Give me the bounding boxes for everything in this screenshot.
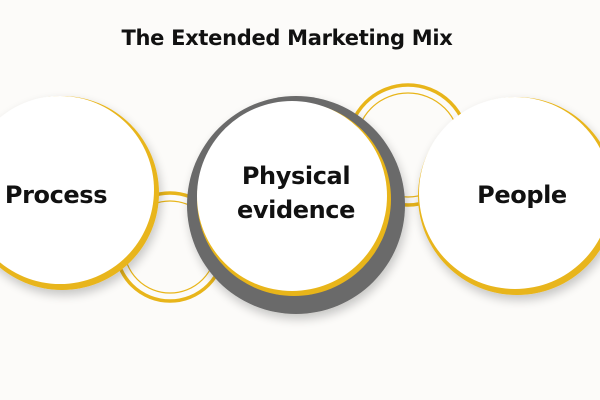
diagram-title: The Extended Marketing Mix [121,26,453,50]
node-physical-evidence-label-line: evidence [237,196,355,224]
node-physical-evidence [187,96,405,314]
node-people [418,97,600,295]
node-physical-evidence-label-line: Physical [241,162,351,190]
node-process-label: Process [4,181,108,209]
node-process [0,96,159,290]
node-process-circle [0,96,154,284]
node-people-label: People [477,181,567,209]
node-people-circle [419,97,600,289]
node-physical-evidence-circle [197,101,387,291]
node-physical-evidence-label: Physical evidence [196,159,396,227]
